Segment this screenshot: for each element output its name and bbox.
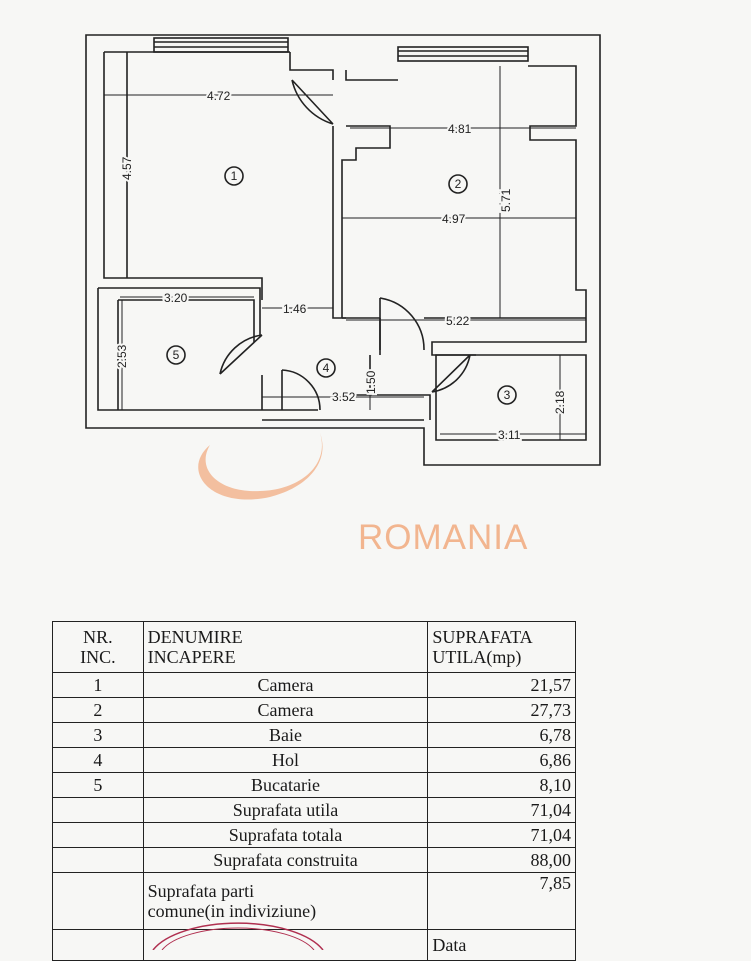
total-row: Suprafata construita 88,00 [52, 847, 576, 873]
row-area: 27,73 [427, 697, 576, 723]
row-area: 8,10 [427, 772, 576, 798]
window-top-right [397, 46, 529, 62]
table-header-row: NR. INC. DENUMIRE INCAPERE SUPRAFATA UTI… [52, 621, 576, 673]
total-row: Suprafata totala 71,04 [52, 822, 576, 848]
total-label: Suprafata parti comune(in indiviziune) [142, 872, 429, 930]
row-area: 6,78 [427, 722, 576, 748]
dim-label: 3.20 [164, 291, 188, 305]
data-label: Data [427, 929, 576, 961]
header-area: SUPRAFATA UTILA(mp) [427, 621, 576, 673]
room-4-wall [262, 318, 431, 421]
window-top-left [153, 37, 289, 53]
row-nr: 4 [52, 747, 144, 773]
dim-label: 4.72 [207, 89, 231, 103]
room-marker: 1 [231, 169, 238, 183]
total-row: Suprafata parti comune(in indiviziune) 7… [52, 872, 576, 930]
total-row: Suprafata utila 71,04 [52, 797, 576, 823]
room-5-wall [97, 287, 263, 411]
header-nr: NR. INC. [52, 621, 144, 673]
row-name: Baie [142, 722, 429, 748]
total-label: Suprafata utila [142, 797, 429, 823]
door-room-5 [219, 334, 263, 375]
dim-label: 1.46 [283, 302, 307, 316]
table-row: 2 Camera 27,73 [52, 697, 576, 723]
room-marker: 4 [323, 361, 330, 375]
room-2-left-wall [332, 125, 391, 319]
row-nr: 3 [52, 722, 144, 748]
door-room-4 [281, 369, 321, 411]
dim-label: 3.52 [332, 390, 356, 404]
header-name: DENUMIRE INCAPERE [142, 621, 429, 673]
row-name: Camera [142, 697, 429, 723]
room-marker: 5 [173, 348, 180, 362]
row-nr: 2 [52, 697, 144, 723]
row-name: Camera [142, 672, 429, 698]
total-area: 71,04 [427, 797, 576, 823]
dim-label: 2.18 [553, 390, 567, 414]
dim-label: 1.50 [364, 370, 378, 394]
table-row: 4 Hol 6,86 [52, 747, 576, 773]
watermark-text: ROMANIA [358, 518, 529, 557]
total-area: 7,85 [427, 872, 576, 930]
door-room-3 [431, 354, 471, 393]
table-row: 1 Camera 21,57 [52, 672, 576, 698]
floor-plan: 4.72 4.57 4.81 5.71 4.97 3.20 1.46 5.22 … [85, 34, 601, 466]
row-area: 21,57 [427, 672, 576, 698]
total-label: Suprafata construita [142, 847, 429, 873]
room-marker: 2 [455, 177, 462, 191]
table-row: 3 Baie 6,78 [52, 722, 576, 748]
total-area: 88,00 [427, 847, 576, 873]
total-area: 71,04 [427, 822, 576, 848]
room-1-wall [103, 51, 398, 300]
row-name: Bucatarie [142, 772, 429, 798]
dim-label: 4.97 [442, 212, 466, 226]
total-label: Suprafata totala [142, 822, 429, 848]
dim-label: 2.53 [115, 344, 129, 368]
room-3-wall [435, 354, 587, 441]
door-room-1 [291, 79, 334, 125]
outer-wall [85, 34, 601, 466]
room-marker: 3 [504, 388, 511, 402]
room-2-wall [431, 65, 587, 356]
dim-label: 5.71 [499, 188, 513, 212]
dim-label: 4.57 [120, 156, 134, 180]
door-room-2 [379, 297, 425, 351]
stamp-icon [152, 922, 324, 950]
watermark-swoosh-icon [198, 433, 323, 500]
dim-label: 3.11 [498, 428, 521, 442]
row-name: Hol [142, 747, 429, 773]
row-nr: 5 [52, 772, 144, 798]
row-nr: 1 [52, 672, 144, 698]
table-row: 5 Bucatarie 8,10 [52, 772, 576, 798]
dim-label: 5.22 [446, 314, 470, 328]
row-area: 6,86 [427, 747, 576, 773]
dim-label: 4.81 [448, 122, 472, 136]
